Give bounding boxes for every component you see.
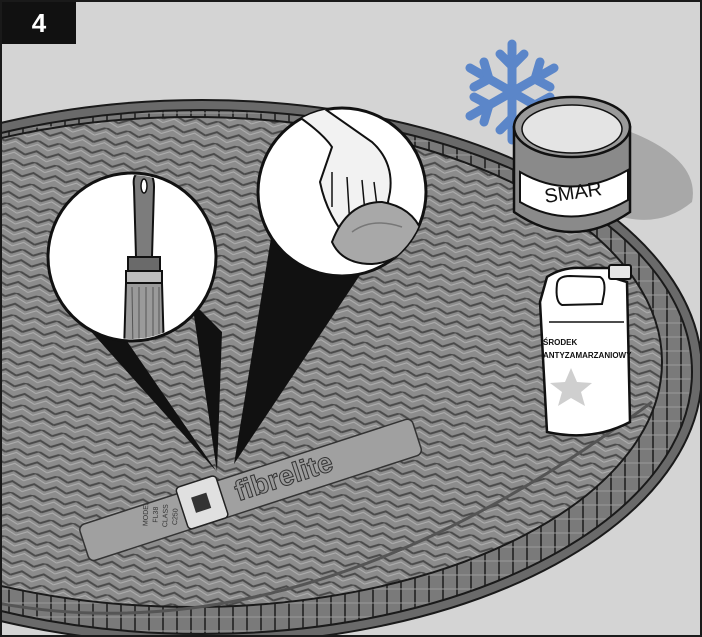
grease-can: SMAR xyxy=(514,97,693,232)
plate-model-number: FL38 xyxy=(152,507,160,523)
antifreeze-jug: ŚRODEK ANTYZAMARZANIOWY xyxy=(540,265,632,435)
plate-model: MODEL xyxy=(142,501,150,526)
plate-class: CLASS xyxy=(162,504,170,528)
hand-callout xyxy=(258,107,426,276)
plate-class-value: C250 xyxy=(172,508,180,525)
step-number-badge: 4 xyxy=(2,2,76,44)
antifreeze-label-line1: ŚRODEK xyxy=(543,338,577,347)
antifreeze-label-line2: ANTYZAMARZANIOWY xyxy=(543,351,632,360)
